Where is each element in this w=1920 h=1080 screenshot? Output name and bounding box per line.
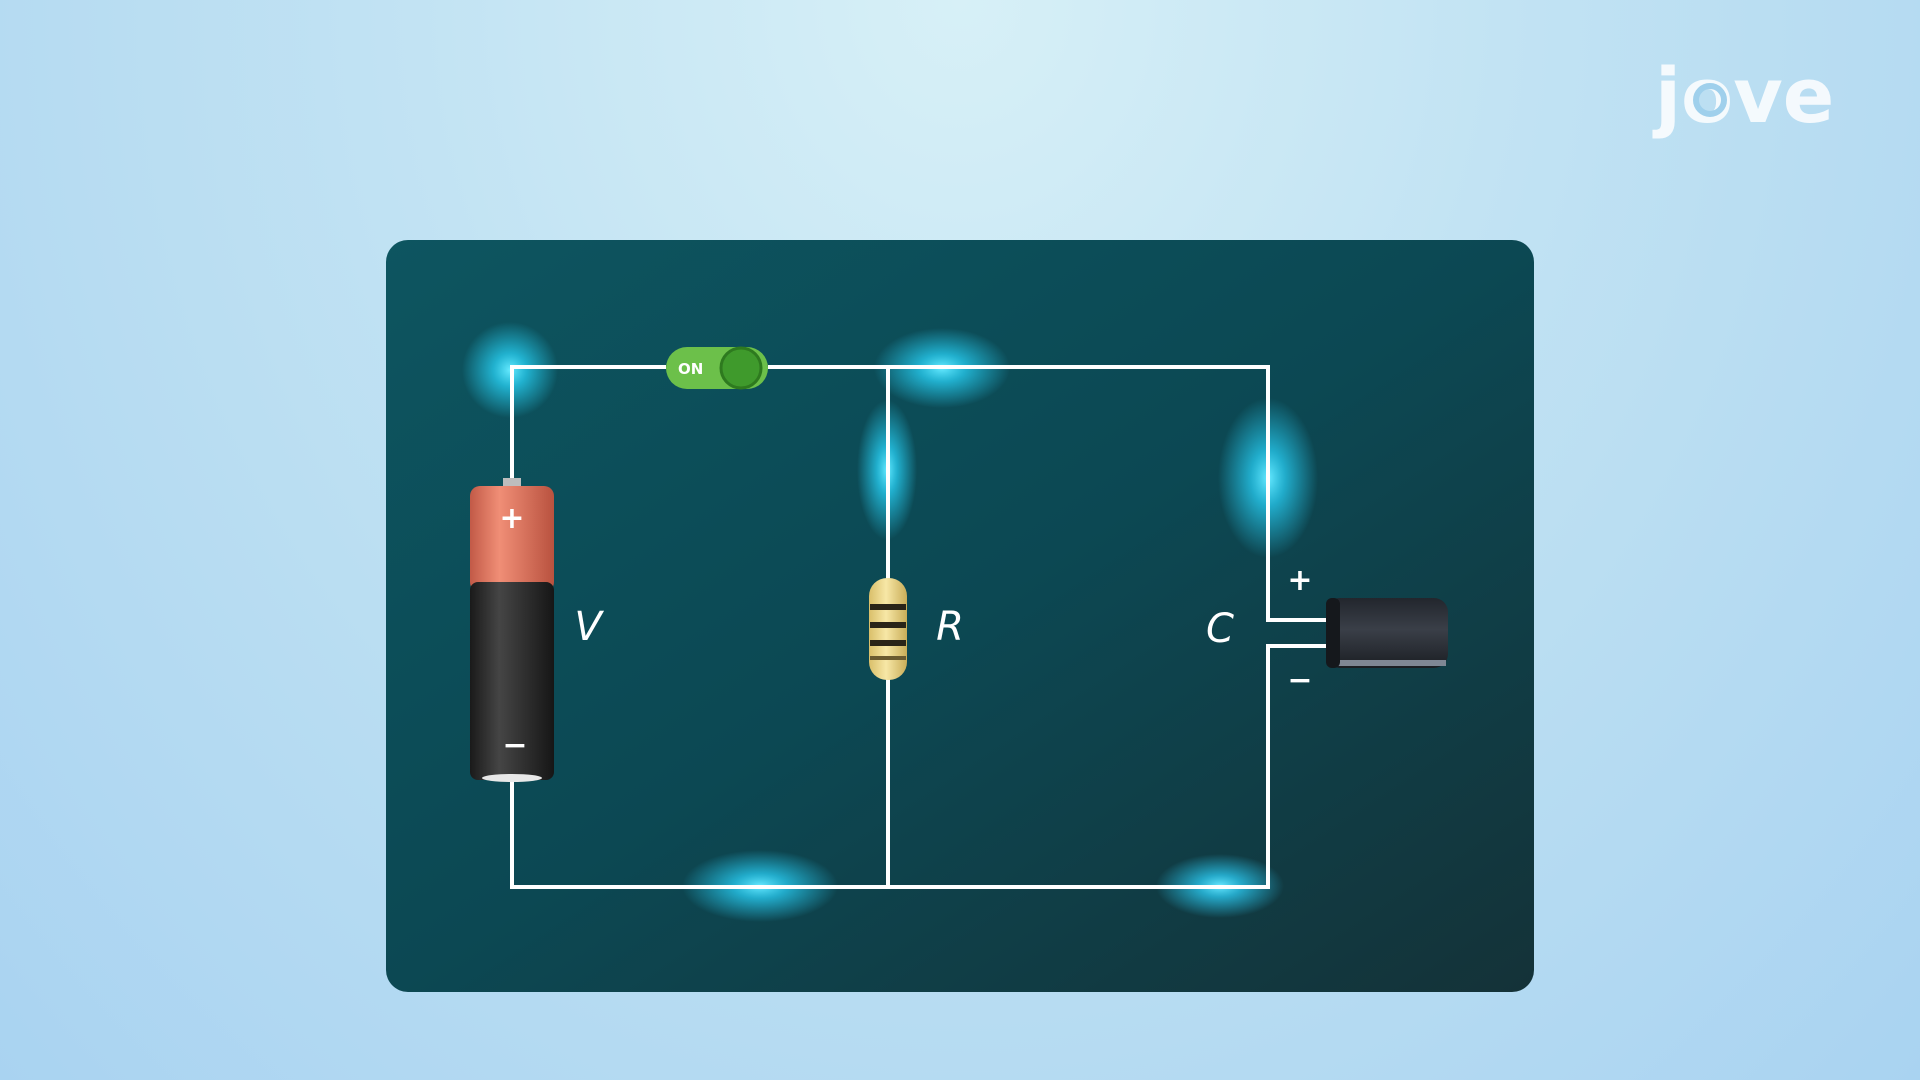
wires xyxy=(510,365,1326,889)
battery-plus-sign: + xyxy=(499,501,524,536)
capacitor-label-c: C xyxy=(1206,606,1234,652)
capacitor: + − xyxy=(1287,563,1448,698)
battery-terminal xyxy=(503,478,521,488)
wire-bottom-loop xyxy=(510,644,1326,889)
resistor xyxy=(869,578,907,680)
wire-battery-to-switch xyxy=(510,365,666,485)
battery-label-v: V xyxy=(574,604,604,650)
battery-minus-sign: − xyxy=(502,728,527,763)
capacitor-body xyxy=(1326,598,1448,668)
resistor-body xyxy=(869,578,907,680)
battery-positive-cap xyxy=(470,486,554,592)
resistor-band xyxy=(870,604,906,610)
battery-body xyxy=(470,582,554,780)
resistor-band xyxy=(870,640,906,646)
jove-logo: jove xyxy=(1652,51,1834,140)
capacitor-minus-sign: − xyxy=(1287,663,1312,698)
switch-label: ON xyxy=(678,360,703,378)
capacitor-end xyxy=(1326,598,1340,668)
resistor-label-r: R xyxy=(936,604,964,650)
logo-text: jove xyxy=(1652,51,1834,140)
wire-top-to-capacitor xyxy=(768,365,1326,622)
switch-knob xyxy=(719,346,763,390)
logo-bubble-icon xyxy=(1693,83,1727,117)
capacitor-plus-sign: + xyxy=(1287,563,1312,598)
capacitor-rim xyxy=(1336,660,1446,666)
battery: + − xyxy=(470,478,554,782)
battery-base xyxy=(482,774,542,782)
resistor-band xyxy=(870,656,906,660)
switch-toggle[interactable]: ON xyxy=(666,346,768,390)
resistor-band xyxy=(870,622,906,628)
